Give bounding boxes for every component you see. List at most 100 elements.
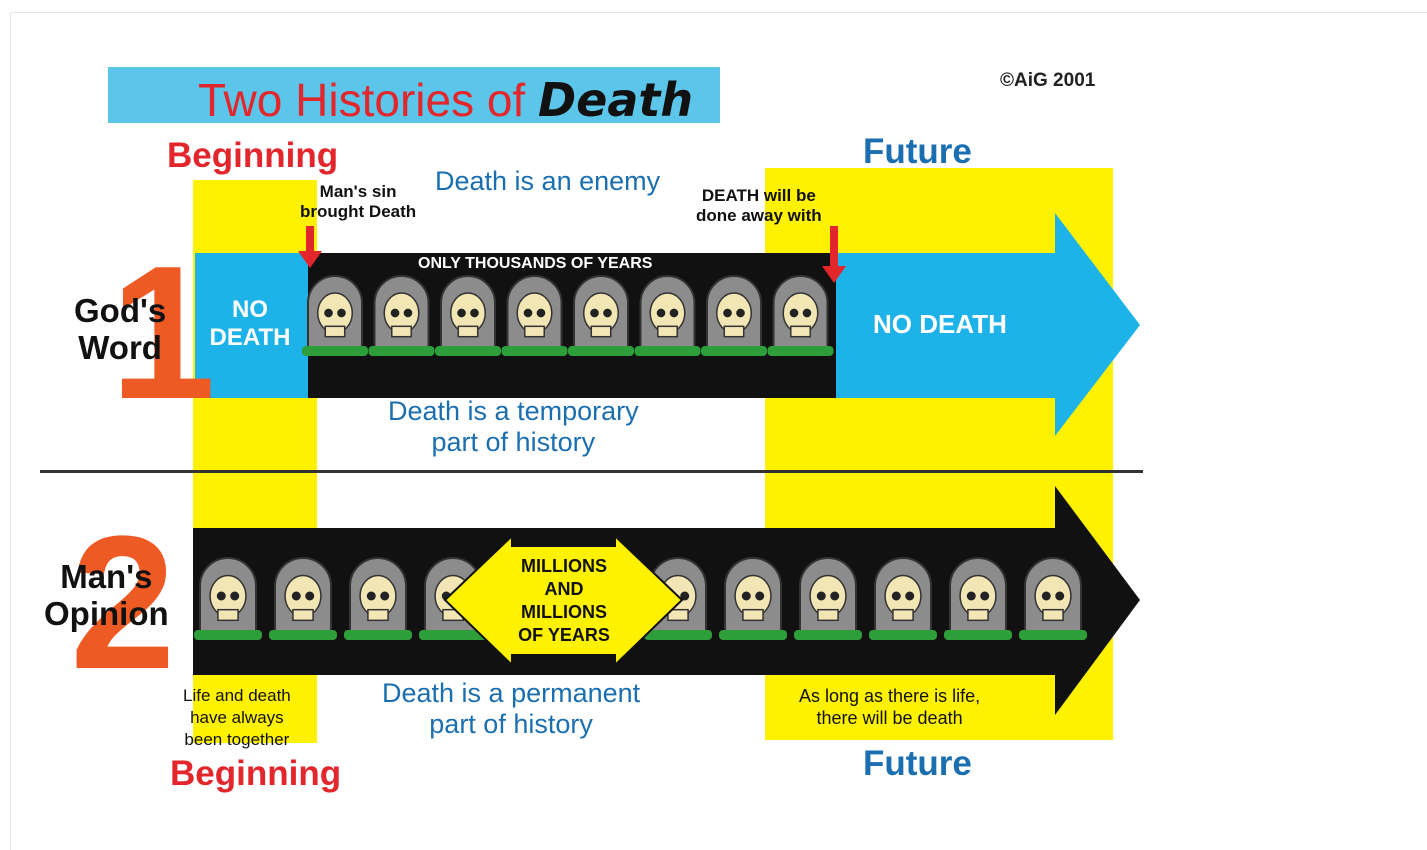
always-together-caption: Life and death have always been together [183, 685, 291, 751]
always-line3: been together [184, 730, 290, 749]
number-two: 2 [70, 497, 176, 709]
gods-word-label: God's Word [74, 292, 166, 366]
mans-sin-arrow [298, 226, 322, 268]
page-title: Two Histories of Death [198, 73, 693, 127]
grass-strip [1019, 630, 1087, 640]
grass-strip [194, 630, 262, 640]
tombstone-icon [194, 557, 262, 640]
skull-icon [449, 292, 487, 338]
temporary-line1: Death is a temporary [388, 396, 639, 426]
gods-word-line2: Word [78, 329, 162, 366]
death-done-line1: DEATH will be [701, 186, 816, 205]
skull-icon [1034, 574, 1072, 622]
grass-strip [435, 346, 501, 356]
grass-strip [944, 630, 1012, 640]
skull-icon [884, 574, 922, 622]
skull-icon [284, 574, 322, 622]
tombstone-icon [794, 557, 862, 640]
skull-icon [649, 292, 686, 338]
grass-strip [869, 630, 937, 640]
frame-left-border [10, 12, 11, 850]
as-long-line2: there will be death [816, 708, 963, 728]
bottom-timeline-graphic [193, 486, 1140, 715]
blue-arrow-right [835, 213, 1140, 436]
frame-top-border [10, 12, 1427, 13]
thousands-of-years-label: ONLY THOUSANDS OF YEARS [418, 255, 653, 272]
beginning-label-top: Beginning [167, 136, 339, 175]
skull-icon [316, 292, 354, 338]
permanent-caption: Death is a permanent part of history [382, 678, 640, 740]
grass-strip [719, 630, 787, 640]
tombstone-icon [302, 275, 368, 356]
mans-sin-line2: brought Death [300, 202, 417, 221]
death-enemy-caption: Death is an enemy [435, 166, 661, 196]
always-line1: Life and death [183, 686, 291, 705]
beginning-label-bottom: Beginning [170, 754, 342, 793]
tombstone-icon [435, 275, 501, 356]
tombstone-icon [634, 275, 701, 356]
top-tombstones [302, 275, 834, 356]
always-line2: have always [190, 708, 284, 727]
grass-strip [302, 346, 368, 356]
grass-strip [568, 346, 634, 356]
skull-icon [959, 574, 997, 622]
skull-icon [209, 574, 247, 622]
skull-icon [516, 292, 553, 338]
grass-strip [501, 346, 568, 356]
top-timeline-graphic [195, 213, 1140, 436]
as-long-line1: As long as there is life, [799, 686, 981, 706]
grass-strip [767, 346, 834, 356]
tombstone-icon [269, 557, 337, 640]
temporary-line2: part of history [431, 427, 596, 457]
copyright-text: ©AiG 2001 [1000, 70, 1096, 91]
skull-icon [734, 574, 772, 622]
number-one: 1 [110, 227, 216, 439]
death-end-arrow [822, 226, 846, 283]
millions-label: MILLIONS AND MILLIONS OF YEARS [508, 555, 620, 647]
millions-line3: MILLIONS [521, 602, 607, 622]
tombstone-icon [701, 275, 767, 356]
grass-strip [344, 630, 412, 640]
tombstone-icon [719, 557, 787, 640]
tombstone-icon [869, 557, 937, 640]
no-death-right-label: NO DEATH [873, 309, 1007, 339]
title-emphasis: Death [538, 73, 694, 127]
gods-word-line1: God's [74, 292, 167, 329]
tombstone-icon [1019, 557, 1087, 640]
mans-sin-line1: Man's sin [319, 182, 397, 201]
tombstone-icon [344, 557, 412, 640]
skull-icon [582, 292, 620, 338]
tombstone-icon [368, 275, 435, 356]
title-text: Two Histories of [198, 74, 538, 126]
poster: Two Histories of Death ©AiG 2001 Beginni… [40, 58, 1143, 810]
skull-icon [715, 292, 753, 338]
grass-strip [368, 346, 435, 356]
millions-double-arrow [443, 533, 684, 668]
blue-arrow-body-left [195, 253, 308, 398]
millions-line4: OF YEARS [518, 625, 610, 645]
tombstone-icon [767, 275, 834, 356]
no-death-left-line1: NO [232, 296, 268, 323]
tombstone-icon [944, 557, 1012, 640]
title-banner: Two Histories of Death [108, 67, 720, 127]
millions-line1: MILLIONS [521, 556, 607, 576]
section-divider [40, 470, 1143, 473]
skull-icon [359, 574, 397, 622]
future-label-top: Future [863, 132, 972, 171]
death-done-line2: done away with [696, 206, 822, 225]
skull-icon [383, 292, 420, 338]
skull-icon [782, 292, 819, 338]
grass-strip [644, 630, 712, 640]
grass-strip [794, 630, 862, 640]
permanent-line2: part of history [429, 709, 593, 739]
tombstone-icon [568, 275, 634, 356]
death-done-annotation: DEATH will be done away with [696, 186, 822, 226]
temporary-caption: Death is a temporary part of history [388, 396, 639, 458]
mans-opinion-line1: Man's [60, 558, 153, 595]
grass-strip [634, 346, 701, 356]
future-label-bottom: Future [863, 744, 972, 783]
tombstone-icon [501, 275, 568, 356]
mans-opinion-line2: Opinion [44, 595, 169, 632]
millions-line2: AND [544, 579, 584, 599]
no-death-left-line2: DEATH [209, 324, 291, 351]
